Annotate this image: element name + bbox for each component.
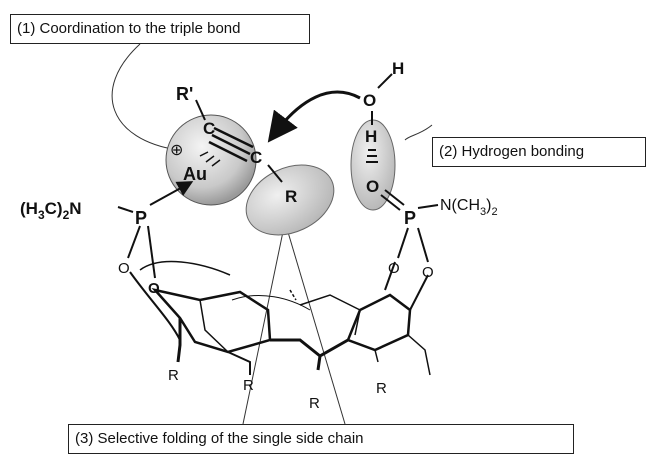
- atom-c-top: C: [203, 119, 215, 138]
- atom-r-bottom-2: R: [243, 377, 254, 394]
- leader-line-hydrogen: [404, 124, 433, 141]
- atom-r-prime: R': [176, 84, 193, 104]
- atom-o-right-2: O: [422, 264, 434, 281]
- atom-h-top: H: [392, 59, 404, 78]
- side-chain-blob: [245, 164, 335, 236]
- atom-au: Au: [183, 164, 207, 184]
- bond-p-nme2: [417, 204, 439, 209]
- atom-o-left-2: O: [148, 280, 160, 297]
- bond-p-o-left-2: [147, 225, 156, 279]
- atom-h-bridge: H: [365, 127, 377, 146]
- bond-p-o-double-1: [384, 189, 405, 206]
- atom-r-bottom-3: R: [309, 395, 320, 412]
- bond-p-o-right-1: [397, 227, 409, 259]
- bond-c-r: [267, 164, 283, 183]
- bond-p-au: [149, 181, 194, 206]
- selective-folding-callout: (3) Selective folding of the single side…: [68, 424, 574, 454]
- bond-p-o-right-2: [417, 227, 429, 263]
- hydrogen-bond-dashes: [366, 149, 378, 163]
- bond-p-o-left-1: [127, 225, 141, 259]
- hydrogen-bonding-callout: (2) Hydrogen bonding: [432, 137, 646, 167]
- atom-o-water: O: [363, 91, 376, 110]
- atom-c-mid: C: [250, 148, 262, 167]
- bond-n-p-left: [117, 206, 134, 213]
- atom-o-right-1: O: [388, 260, 400, 277]
- left-dimethylamino: (H3C)2N: [20, 199, 82, 222]
- leader-line-folding-1: [242, 221, 286, 425]
- atom-r-side: R: [285, 187, 297, 206]
- atom-o-left-1: O: [118, 260, 130, 277]
- gold-plus-charge: ⊕: [170, 142, 183, 159]
- bond-rprime-c: [195, 99, 206, 121]
- coordination-callout: (1) Coordination to the triple bond: [10, 14, 310, 44]
- coordination-dashes: [199, 151, 221, 167]
- triple-bond: [208, 126, 254, 163]
- atom-p-right: P: [404, 208, 416, 228]
- right-dimethylamino: N(CH3)2: [440, 197, 498, 218]
- nucleophilic-arrow: [267, 90, 361, 143]
- atom-r-bottom-1: R: [168, 367, 179, 384]
- atom-o-carbonyl: O: [366, 177, 379, 196]
- leader-line-coordination: [111, 43, 179, 151]
- leader-line-folding-2: [284, 221, 346, 425]
- atom-r-bottom-4: R: [376, 380, 387, 397]
- bond-p-o-double-2: [380, 194, 401, 211]
- atom-p-left: P: [135, 208, 147, 228]
- bond-o-h-top: [377, 73, 393, 89]
- calixarene-framework: [129, 260, 431, 376]
